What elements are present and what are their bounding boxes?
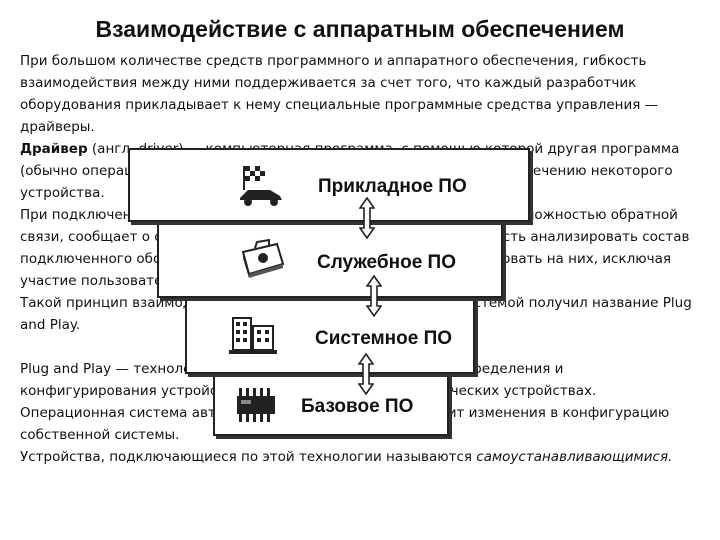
double-arrow-icon (358, 352, 374, 396)
building-icon (229, 317, 277, 354)
paragraph-self-installing: Устройства, подключающиеся по этой техно… (20, 446, 700, 468)
checkered-flag-car-icon (240, 166, 282, 206)
layer-application-software: Прикладное ПО (128, 148, 530, 222)
layer-label: Базовое ПО (301, 396, 414, 417)
layer-utility-software: Служебное ПО (157, 220, 503, 298)
double-arrow-icon (359, 196, 375, 240)
toolbox-icon (241, 238, 285, 278)
layer-label: Служебное ПО (317, 252, 456, 273)
double-arrow-icon (366, 274, 382, 318)
layer-label: Системное ПО (315, 328, 453, 349)
layer-base-software: Базовое ПО (213, 372, 449, 436)
layer-system-software: Системное ПО (185, 296, 475, 374)
layer-label: Прикладное ПО (318, 176, 467, 197)
term-self-installing: самоустанавливающимися. (476, 449, 673, 465)
term-driver: Драйвер (20, 141, 88, 157)
slide-title: Взаимодействие с аппаратным обеспечением (95, 16, 625, 42)
self-installing-text: Устройства, подключающиеся по этой техно… (20, 449, 477, 465)
paragraph-drivers-intro: При большом количестве средств программн… (20, 53, 659, 135)
chip-icon (237, 388, 275, 422)
